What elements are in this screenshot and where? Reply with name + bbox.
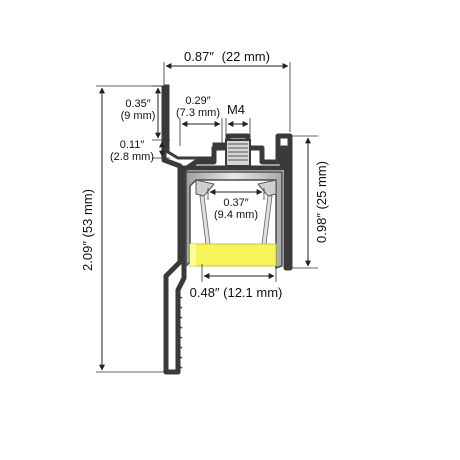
dim-lip-thickness: 0.11″ (2.8 mm) [110,139,170,163]
left-clip-arm [195,179,215,197]
top-flange [164,84,226,160]
slot-offset-imperial: 0.29″ [185,95,210,107]
left-diffuser-rail [199,195,211,245]
top-width-imperial: 0.87″ [184,49,214,64]
lip-height-metric: (9 mm) [121,110,156,122]
lip-height-imperial: 0.35″ [125,98,150,110]
svg-text:0.87″ (22 mm): 0.87″ (22 mm) [184,49,270,64]
channel-height-label: 0.98″ (25 mm) [314,161,329,243]
dim-top-width: 0.87″ (22 mm) [163,49,291,132]
slot-offset-metric: (7.3 mm) [176,107,220,119]
inner-width-imperial: 0.37″ [223,197,248,209]
dim-thread: M4 [225,102,251,136]
led-strip-highlight [190,244,196,266]
dim-inner-width: 0.37″ (9.4 mm) [207,188,265,221]
wall-serrations [177,295,183,369]
profile-outline [161,86,293,375]
dim-slot-offset: 0.29″ (7.3 mm) [176,95,223,146]
lip-thickness-metric: (2.8 mm) [110,151,154,163]
led-strip [189,243,277,267]
channel-width-label: 0.48″ (12.1 mm) [190,285,283,300]
inner-channel [185,171,283,270]
dim-channel-height: 0.98″ (25 mm) [292,135,329,269]
thread-label: M4 [227,102,245,117]
right-clip-arm [257,179,277,197]
aluminium-profile [161,84,293,375]
top-width-metric: (22 mm) [222,49,270,64]
inner-width-metric: (9.4 mm) [214,209,258,221]
total-height-label: 2.09″ (53 mm) [80,189,95,271]
lip-thickness-imperial: 0.11″ [120,139,145,151]
m4-thread-lines [228,143,248,161]
right-diffuser-rail [261,195,273,245]
dim-total-height: 2.09″ (53 mm) [80,85,168,373]
dim-channel-width: 0.48″ (12.1 mm) [190,264,283,300]
